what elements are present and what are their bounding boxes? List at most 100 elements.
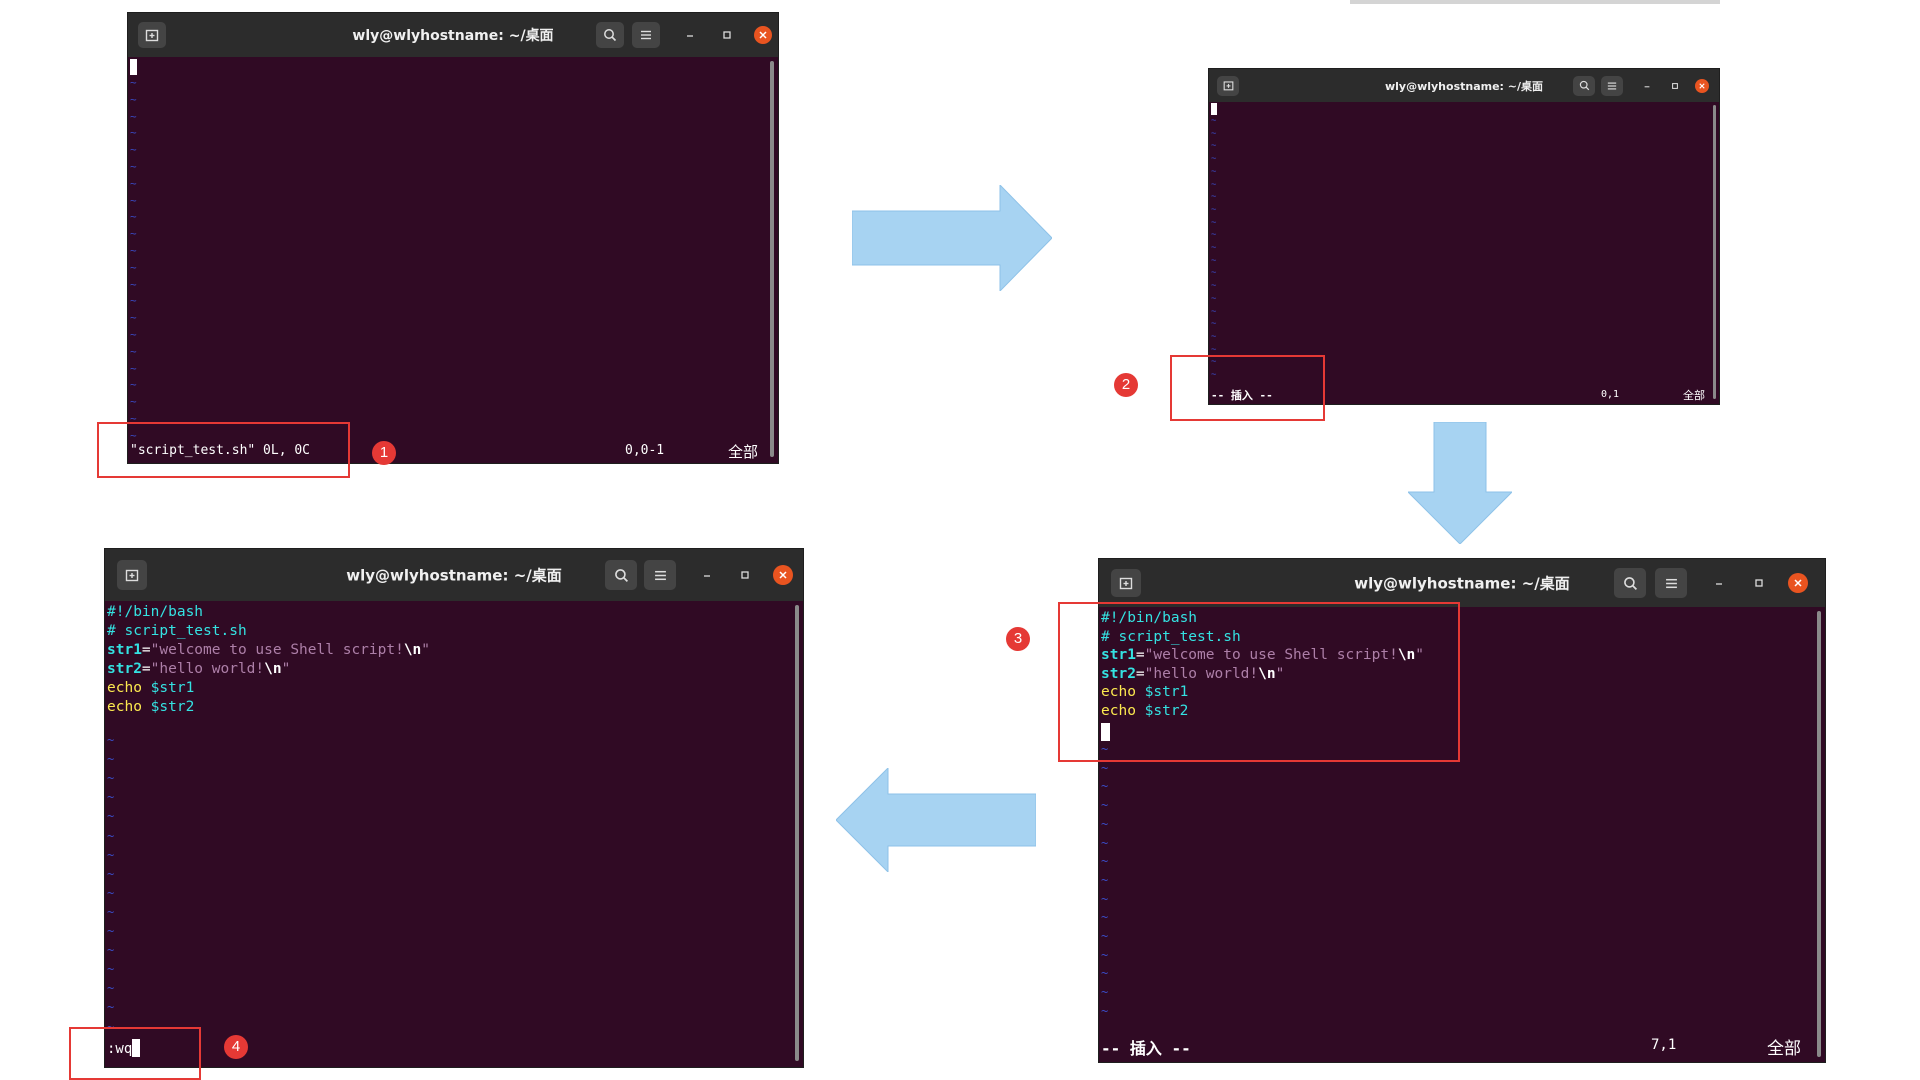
maximize-button[interactable] <box>737 567 753 583</box>
tilde-marker: ~ <box>1211 217 1217 228</box>
maximize-icon <box>1672 82 1678 89</box>
titlebar[interactable]: wly@wlyhostname: ~/桌面 <box>128 13 778 57</box>
tilde-marker: ~ <box>1211 230 1217 241</box>
code-str: "welcome to use Shell script! <box>1144 647 1398 664</box>
tilde-marker: ~ <box>107 981 115 996</box>
tilde-marker: ~ <box>1101 1003 1109 1018</box>
code-str-close: " <box>1415 647 1425 664</box>
code-var-name: str1 <box>107 642 142 658</box>
new-tab-icon <box>1223 81 1233 91</box>
close-icon <box>1699 82 1705 89</box>
tilde-marker: ~ <box>107 809 115 824</box>
titlebar[interactable]: wly@wlyhostname: ~/桌面 <box>1209 69 1719 102</box>
close-button[interactable] <box>773 565 793 585</box>
titlebar[interactable]: wly@wlyhostname: ~/桌面 <box>1099 559 1825 607</box>
arrow-down-icon <box>1408 422 1512 544</box>
minimize-button[interactable] <box>1641 80 1653 92</box>
text-cursor <box>1211 103 1217 115</box>
scrollbar[interactable] <box>1817 611 1821 1057</box>
search-icon <box>1623 576 1637 590</box>
tilde-marker: ~ <box>1211 243 1217 253</box>
terminal-window-step-4[interactable]: wly@wlyhostname: ~/桌面 #!/bin/bash # scri… <box>104 548 804 1068</box>
menu-button[interactable] <box>632 22 660 48</box>
tilde-marker: ~ <box>1211 306 1217 317</box>
highlight-box-step-4 <box>69 1027 201 1080</box>
tilde-marker: ~ <box>1101 760 1109 775</box>
close-button[interactable] <box>1788 573 1808 593</box>
tilde-marker: ~ <box>130 92 137 106</box>
titlebar[interactable]: wly@wlyhostname: ~/桌面 <box>105 549 803 601</box>
tilde-marker: ~ <box>1101 742 1109 756</box>
new-tab-button[interactable] <box>1217 75 1239 96</box>
scrollbar[interactable] <box>1713 105 1716 399</box>
vim-command-line[interactable]: :wq <box>107 1041 133 1057</box>
tilde-marker: ~ <box>1101 798 1109 813</box>
scrollbar[interactable] <box>795 605 799 1061</box>
close-icon <box>779 571 787 579</box>
tilde-marker: ~ <box>130 277 137 291</box>
tilde-marker: ~ <box>130 227 137 241</box>
menu-button[interactable] <box>644 560 676 590</box>
window-title: wly@wlyhostname: ~/桌面 <box>352 28 554 44</box>
tilde-marker: ~ <box>1211 128 1217 139</box>
code-var-name: str2 <box>107 661 142 677</box>
tilde-marker: ~ <box>130 361 137 375</box>
maximize-button[interactable] <box>719 27 735 43</box>
search-button[interactable] <box>596 22 624 48</box>
text-cursor <box>130 59 137 75</box>
tilde-marker: ~ <box>1211 141 1217 152</box>
minimize-button[interactable] <box>699 567 715 583</box>
tilde-marker: ~ <box>1211 293 1217 304</box>
code-var-name: str1 <box>1101 647 1136 664</box>
tilde-marker: ~ <box>107 1000 115 1015</box>
new-tab-button[interactable] <box>1111 569 1141 597</box>
maximize-button[interactable] <box>1669 80 1681 92</box>
hamburger-icon <box>1607 82 1617 89</box>
script-content: #!/bin/bash # script_test.sh str1="welco… <box>1101 609 1424 721</box>
tilde-marker: ~ <box>1211 116 1217 126</box>
close-button[interactable] <box>754 26 772 44</box>
maximize-button[interactable] <box>1751 575 1767 591</box>
vim-status-all: 全部 <box>728 443 759 461</box>
tilde-marker: ~ <box>107 790 115 805</box>
minimize-button[interactable] <box>682 27 698 43</box>
new-tab-icon <box>1119 577 1133 590</box>
search-button[interactable] <box>605 560 637 590</box>
vim-status-mode: -- 插入 -- <box>1101 1039 1191 1058</box>
hamburger-icon <box>1665 578 1677 588</box>
terminal-window-step-2[interactable]: wly@wlyhostname: ~/桌面 ~~~~~~~~~~~~~~~~~~… <box>1208 68 1720 405</box>
search-button[interactable] <box>1573 75 1595 96</box>
code-str: "hello world! <box>150 661 265 677</box>
tilde-marker: ~ <box>107 904 115 919</box>
code-escape: \n <box>1397 647 1416 664</box>
arrow-right-icon <box>852 185 1052 291</box>
code-echo: echo <box>107 699 142 715</box>
tilde-marker: ~ <box>1211 319 1217 330</box>
menu-button[interactable] <box>1655 568 1687 598</box>
tilde-marker: ~ <box>1101 816 1109 831</box>
maximize-icon <box>1755 579 1763 587</box>
terminal-window-step-1[interactable]: wly@wlyhostname: ~/桌面 ~~~~~~~~~~~~~~~~~~… <box>127 12 779 464</box>
vim-status-position: 0,1 <box>1601 389 1620 400</box>
tilde-marker: ~ <box>1101 910 1109 925</box>
close-button[interactable] <box>1695 78 1709 93</box>
minimize-icon <box>1644 85 1650 87</box>
tilde-marker: ~ <box>1211 166 1217 177</box>
tilde-marker: ~ <box>1101 854 1109 869</box>
code-var-ref: $str1 <box>150 680 195 696</box>
minimize-button[interactable] <box>1711 575 1727 591</box>
search-icon <box>1579 80 1589 91</box>
terminal-window-step-3[interactable]: wly@wlyhostname: ~/桌面 #!/bin/bash # scri… <box>1098 558 1826 1063</box>
tilde-marker: ~ <box>1101 835 1109 850</box>
tilde-marker: ~ <box>1211 331 1217 342</box>
tilde-marker: ~ <box>107 943 115 958</box>
scrollbar[interactable] <box>770 61 774 457</box>
tilde-marker: ~ <box>130 378 137 392</box>
search-button[interactable] <box>1614 568 1646 598</box>
new-tab-button[interactable] <box>138 22 166 48</box>
code-str: "welcome to use Shell script! <box>150 642 404 658</box>
code-echo: echo <box>1101 684 1136 701</box>
menu-button[interactable] <box>1601 75 1623 96</box>
new-tab-button[interactable] <box>117 560 147 590</box>
